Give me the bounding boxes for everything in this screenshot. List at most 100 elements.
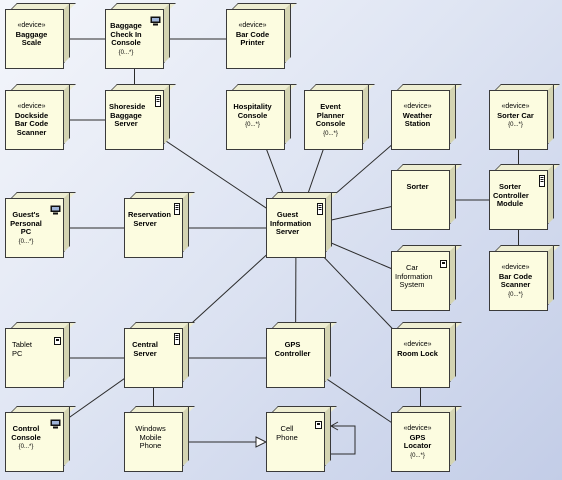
node-name: Windows Mobile Phone [135,424,166,450]
node-multiplicity: {0...*} [410,452,425,459]
node-front-face: «device»Sorter Car{0...*} [489,90,548,150]
node-cell-phone[interactable]: Cell Phone [266,406,337,472]
node-sorter-car[interactable]: «device»Sorter Car{0...*} [489,84,560,150]
node-front-face: «device»GPS Locator{0...*} [391,412,450,472]
node-name: Shoreside Baggage Server [109,102,146,128]
self-link-cell-phone [331,425,356,455]
node-multiplicity: {0...*} [18,238,34,245]
node-front-face: Sorter [391,170,450,230]
node-event-planner[interactable]: Event Planner Console{0...*} [304,84,375,150]
node-baggage-scale[interactable]: «device»Baggage Scale [5,3,76,69]
node-central-server[interactable]: Central Server [124,322,195,388]
node-name: Baggage Scale [15,29,48,47]
node-multiplicity: {0...*} [323,130,338,137]
node-tablet-pc[interactable]: Tablet PC [5,322,76,388]
node-icon [54,332,61,350]
node-label: Hospitality Console{0...*} [230,102,275,130]
node-front-face: Sorter Controller Module [489,170,548,230]
node-side-face [450,164,456,224]
node-side-face [183,322,189,382]
node-label: Cell Phone [270,424,304,442]
node-name: Guest Information Server [270,210,312,236]
node-front-face: Hospitality Console{0...*} [226,90,285,150]
node-icon [539,174,545,192]
node-front-face: «device»Dockside Bar Code Scanner [5,90,64,150]
computer-icon [50,205,61,215]
node-bar-code-printer[interactable]: «device»Bar Code Printer [226,3,297,69]
node-label: «device»Dockside Bar Code Scanner [9,103,54,137]
node-stereotype: «device» [17,103,46,110]
self-link-arrowhead [329,421,339,431]
node-guests-pc[interactable]: Guest's Personal PC{0...*} [5,192,76,258]
node-side-face [450,406,456,466]
node-label: Event Planner Console{0...*} [308,102,353,138]
node-multiplicity: {0...*} [118,49,134,56]
node-front-face: Reservation Server [124,198,183,258]
node-shoreside-server[interactable]: Shoreside Baggage Server [105,84,176,150]
node-side-face [285,3,291,63]
node-side-face [450,245,456,305]
node-name: Weather Station [402,110,433,128]
node-room-lock[interactable]: «device»Room Lock [391,322,462,388]
node-name: Hospitality Console [233,102,272,120]
node-side-face [548,245,554,305]
device-icon [440,260,447,268]
node-name: Car Information System [395,263,433,289]
node-front-face: «device»Bar Code Scanner{0...*} [489,251,548,311]
device-icon [54,337,61,345]
node-bar-code-scanner[interactable]: «device»Bar Code Scanner{0...*} [489,245,560,311]
node-side-face [450,322,456,382]
computer-icon [150,16,161,26]
node-multiplicity: {0...*} [508,122,523,128]
node-name: Tablet PC [12,340,33,358]
node-label: Sorter [395,182,440,192]
node-name: Central Server [132,340,158,358]
node-stereotype: «device» [501,264,530,271]
node-hospitality-console[interactable]: Hospitality Console{0...*} [226,84,297,150]
node-multiplicity: {0...*} [18,444,34,450]
node-label: «device»Bar Code Scanner{0...*} [493,264,538,299]
node-name: Cell Phone [276,424,298,442]
node-side-face [164,3,170,63]
node-name: GPS Controller [274,340,311,358]
node-icon [174,202,180,220]
node-front-face: Shoreside Baggage Server [105,90,164,150]
node-front-face: «device»Bar Code Printer [226,9,285,69]
node-sorter-controller[interactable]: Sorter Controller Module [489,164,560,230]
generalization-arrowhead [255,436,268,448]
node-gps-locator[interactable]: «device»GPS Locator{0...*} [391,406,462,472]
node-control-console[interactable]: Control Console{0...*} [5,406,76,472]
node-icon [440,255,447,273]
node-car-info-system[interactable]: Car Information System [391,245,462,311]
node-side-face [325,406,331,466]
node-reservation-server[interactable]: Reservation Server [124,192,195,258]
node-sorter[interactable]: Sorter [391,164,462,230]
node-side-face [183,406,189,466]
node-guest-info-server[interactable]: Guest Information Server [266,192,338,258]
node-stereotype: «device» [238,22,267,29]
node-name: Sorter [406,182,429,191]
node-front-face: «device»Weather Station [391,90,450,150]
node-side-face [64,406,70,466]
node-side-face [548,84,554,144]
node-name: GPS Locator [403,432,432,450]
node-name: Dockside Bar Code Scanner [14,110,49,137]
node-dockside-scanner[interactable]: «device»Dockside Bar Code Scanner [5,84,76,150]
node-baggage-check-in[interactable]: Baggage Check In Console{0...*} [105,3,176,69]
node-windows-mobile[interactable]: Windows Mobile Phone [124,406,195,472]
node-label: Car Information System [395,263,433,290]
node-label: Windows Mobile Phone [128,424,173,451]
server-icon [539,175,545,187]
node-weather-station[interactable]: «device»Weather Station [391,84,462,150]
node-icon [174,332,180,350]
node-label: Central Server [128,340,162,358]
node-side-face [325,322,331,382]
node-label: Tablet PC [12,340,43,358]
node-front-face: Windows Mobile Phone [124,412,183,472]
node-gps-controller[interactable]: GPS Controller [266,322,337,388]
node-label: «device»Baggage Scale [9,22,54,48]
node-front-face: Event Planner Console{0...*} [304,90,363,150]
node-side-face [285,84,291,144]
node-stereotype: «device» [403,341,432,348]
